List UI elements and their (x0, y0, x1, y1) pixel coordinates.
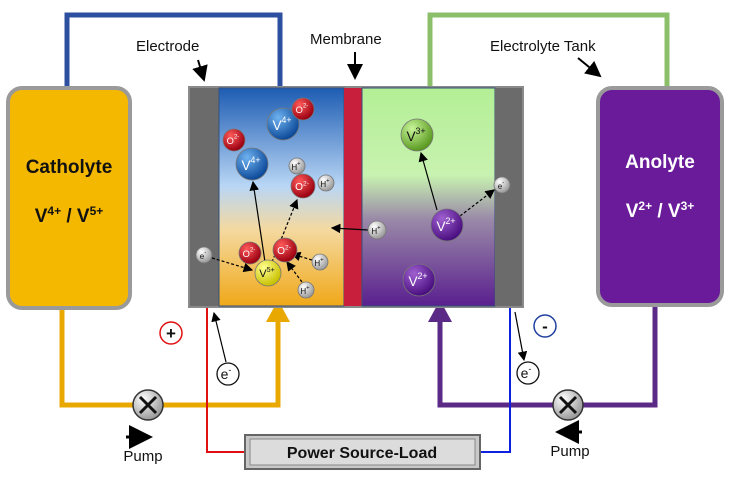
negative-terminal-icon: - (533, 314, 557, 338)
svg-text:V4+: V4+ (241, 155, 260, 172)
svg-text:e-: e- (221, 365, 232, 382)
positive-terminal-icon: + (159, 321, 183, 345)
electron-flow-arrow-right (514, 311, 528, 362)
electrolyte-tank-pointer (577, 57, 602, 78)
anolyte-species: V2+ / V3+ (626, 199, 695, 222)
ion-o-left: O2- (222, 128, 246, 152)
ion-o-bottom2: O2- (272, 237, 298, 263)
pump-left-label: Pump (123, 448, 162, 465)
wire-negative (480, 307, 511, 453)
ion-o-bottom1: O2- (238, 241, 262, 265)
ions: V4+O2-O2-V4+H+O2-H+H+e-O2-O2-V5+H+H+V3+V… (195, 97, 511, 299)
svg-text:O2-: O2- (243, 248, 256, 259)
pump-x-icon (138, 395, 158, 415)
ion-h-water1: H+ (288, 157, 306, 175)
ion-v3: V3+ (400, 118, 434, 152)
svg-text:V2+: V2+ (408, 271, 427, 288)
ion-h-water2: H+ (317, 174, 335, 192)
ion-v4-top: V4+ (266, 107, 300, 141)
ion-o-top: O2- (291, 97, 315, 121)
power-source-load: Power Source-Load (244, 434, 481, 470)
ion-v2-mid: V2+ (430, 208, 464, 242)
svg-text:O2-: O2- (295, 180, 309, 193)
svg-text:e-: e- (200, 251, 206, 261)
ion-o-water: O2- (290, 173, 316, 199)
ion-h-bottom2: H+ (297, 281, 315, 299)
svg-text:-: - (542, 317, 548, 336)
svg-text:H+: H+ (320, 179, 330, 189)
svg-text:H+: H+ (371, 225, 381, 235)
svg-text:H+: H+ (314, 258, 324, 268)
svg-text:V5+: V5+ (259, 266, 275, 280)
ion-e-left: e- (195, 246, 213, 264)
arrow-v2-to-v3 (418, 151, 438, 211)
electrode-label: Electrode (136, 38, 199, 55)
electron-left-icon: e- (216, 362, 240, 386)
electrolyte-tank-label: Electrolyte Tank (490, 38, 596, 55)
svg-text:+: + (166, 324, 176, 343)
svg-text:O2-: O2- (277, 244, 291, 257)
svg-text:O2-: O2- (227, 135, 240, 146)
electrode-pointer (192, 59, 208, 82)
ion-v4-mid: V4+ (235, 147, 269, 181)
ion-h-bottom1: H+ (311, 253, 329, 271)
cell (188, 86, 524, 308)
catholyte-species: V4+ / V5+ (35, 204, 104, 227)
catholyte-tank: Catholyte V4+ / V5+ (6, 86, 132, 310)
svg-text:H+: H+ (291, 162, 301, 172)
right-electrode (495, 88, 522, 306)
pump-right-label: Pump (550, 443, 589, 460)
svg-text:O2-: O2- (296, 104, 309, 115)
anolyte-title: Anolyte (625, 152, 695, 173)
left-electrode (190, 88, 219, 306)
pipe-catholyte-supply (59, 300, 290, 408)
svg-text:e-: e- (521, 364, 532, 381)
electron-flow-arrow-left (211, 311, 227, 363)
ion-v5: V5+ (254, 259, 282, 287)
svg-text:V2+: V2+ (436, 216, 455, 233)
pump-x-icon (558, 395, 578, 415)
pump-left[interactable] (132, 389, 164, 421)
electron-right-icon: e- (516, 361, 540, 385)
wire-positive (206, 307, 245, 453)
power-source-label: Power Source-Load (287, 445, 437, 462)
arrow-electron-to-v5 (211, 257, 254, 273)
svg-text:H+: H+ (300, 286, 310, 296)
arrow-proton-transfer (330, 223, 369, 234)
arrow-v2-to-electron (459, 189, 495, 217)
arrow-v5-to-v4 (249, 180, 266, 263)
ion-e-right: e- (493, 176, 511, 194)
membrane (344, 88, 362, 306)
ion-v2-bottom: V2+ (402, 263, 436, 297)
membrane-label: Membrane (310, 31, 382, 48)
pipe-anolyte-supply (428, 300, 658, 408)
svg-text:V3+: V3+ (406, 126, 425, 143)
anolyte-tank: Anolyte V2+ / V3+ (596, 86, 724, 307)
arrow-h2-to-o (286, 261, 303, 283)
pump-right[interactable] (552, 389, 584, 421)
catholyte-title: Catholyte (26, 157, 113, 178)
svg-text:V4+: V4+ (272, 115, 291, 132)
ion-h-membrane: H+ (367, 220, 387, 240)
svg-text:e-: e- (498, 181, 504, 191)
